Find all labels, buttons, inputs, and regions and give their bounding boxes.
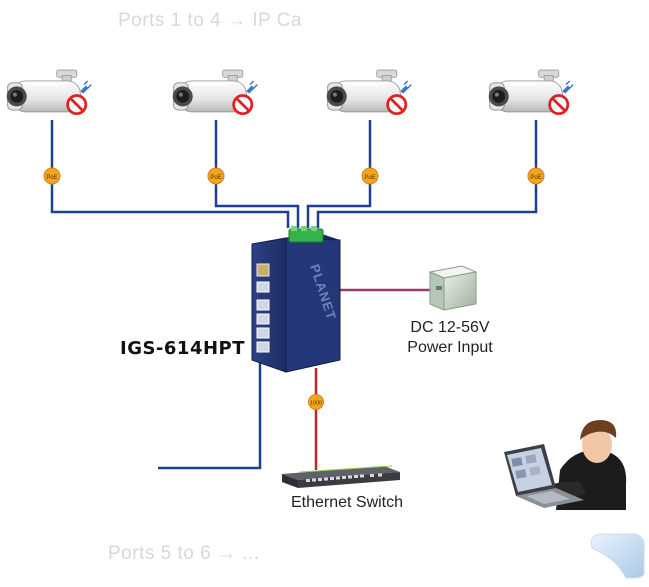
cloud-icon [590,533,645,579]
rj45-port-icon [256,281,270,293]
igs-614hpt-device: PLANET [251,226,341,373]
rj45-port-icon [256,299,270,311]
ports-5-6-caption: Ports 5 to 6 → ... [108,543,260,564]
power-input-label: DC 12-56V Power Input [390,318,510,358]
ip-camera-icon [5,68,93,116]
ip-camera-icon [171,68,259,116]
poe-badge-3: PoE [361,167,379,185]
rj45-port-icon [256,313,270,325]
ports-1-4-caption: Ports 1 to 4 → IP Ca [118,10,302,31]
svg-text:PoE: PoE [46,175,57,181]
poe-cables [50,120,538,228]
ip-camera-icon [487,68,575,116]
svg-text:PoE: PoE [530,175,541,181]
sfp-port-icon [256,263,270,277]
ethernet-switch-label: Ethernet Switch [290,494,404,511]
svg-text:PoE: PoE [210,175,221,181]
device-model-label: IGS-614HPT [120,338,246,359]
poe-badge-1: PoE [43,167,61,185]
uplink-badge: 1000 [308,394,324,410]
laptop-user-icon [504,420,627,510]
poe-badge-2: PoE [207,167,225,185]
ip-camera-icon [325,68,413,116]
rj45-port-icon [256,327,270,339]
ethernet-switch-icon [282,465,400,488]
svg-text:1000: 1000 [310,401,322,407]
power-input-text: Power Input [407,339,493,356]
svg-text:PoE: PoE [364,175,375,181]
power-voltage-text: DC 12-56V [410,319,490,336]
poe-badge-4: PoE [527,167,545,185]
power-supply-icon [428,265,478,311]
ports-5-6-cable [158,360,262,470]
rj45-port-icon [256,341,270,353]
